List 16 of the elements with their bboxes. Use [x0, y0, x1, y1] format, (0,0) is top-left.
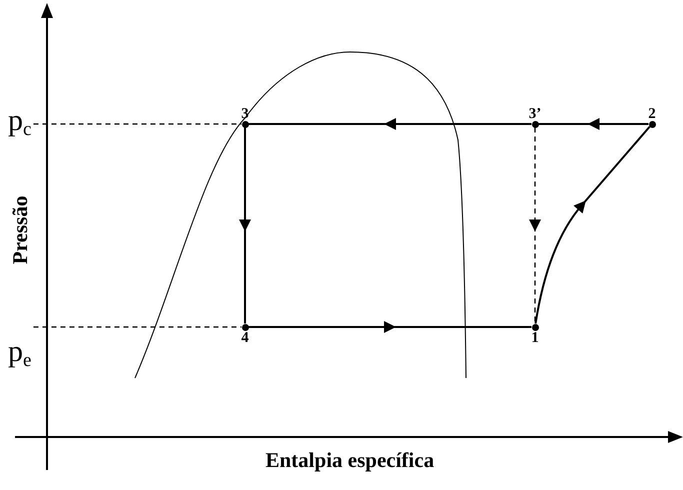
dashed-line — [33, 123, 242, 125]
state-point-number: 2 — [648, 106, 656, 122]
process-arrow — [534, 126, 650, 324]
axis-title: Entalpia específica — [266, 449, 434, 471]
pressure-level-label: p$_{c}$ — [8, 106, 32, 136]
process-arrow — [538, 118, 648, 130]
state-point-number: 3’ — [528, 106, 542, 122]
dashed-line — [33, 326, 242, 328]
dashed-arrow — [529, 128, 541, 324]
state-point-number: 4 — [241, 330, 249, 346]
process-arrow — [248, 118, 532, 130]
pressure-level-label: p$_{e}$ — [8, 337, 32, 367]
axis-title: Pressão — [9, 196, 32, 264]
process-arrow — [248, 321, 532, 333]
state-point-number: 1 — [531, 330, 539, 346]
process-arrow — [239, 128, 251, 324]
